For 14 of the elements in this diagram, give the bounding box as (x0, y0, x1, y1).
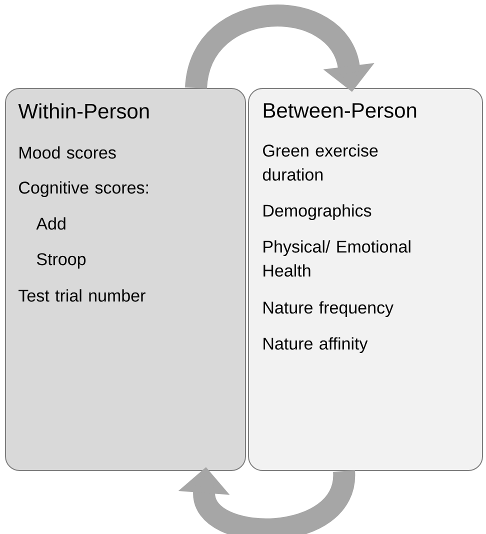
list-item: Cognitive scores: (19, 181, 148, 198)
list-item: Green exercise duration (262, 144, 378, 181)
list-item: Demographics (264, 204, 372, 220)
list-item: Physical/ Emotional Health (264, 240, 410, 277)
list-item: Mood scores (20, 146, 116, 159)
panel-box (5, 88, 246, 471)
heading: Within-Person (18, 103, 149, 119)
list-item: Add (36, 217, 66, 230)
list-item: Test trial number (18, 289, 146, 302)
panel-box (248, 88, 483, 471)
list-item: Nature affinity (264, 337, 368, 354)
heading: Between-Person (264, 103, 416, 118)
list-item: Nature frequency (264, 301, 394, 318)
list-item: Stroop (36, 253, 86, 269)
